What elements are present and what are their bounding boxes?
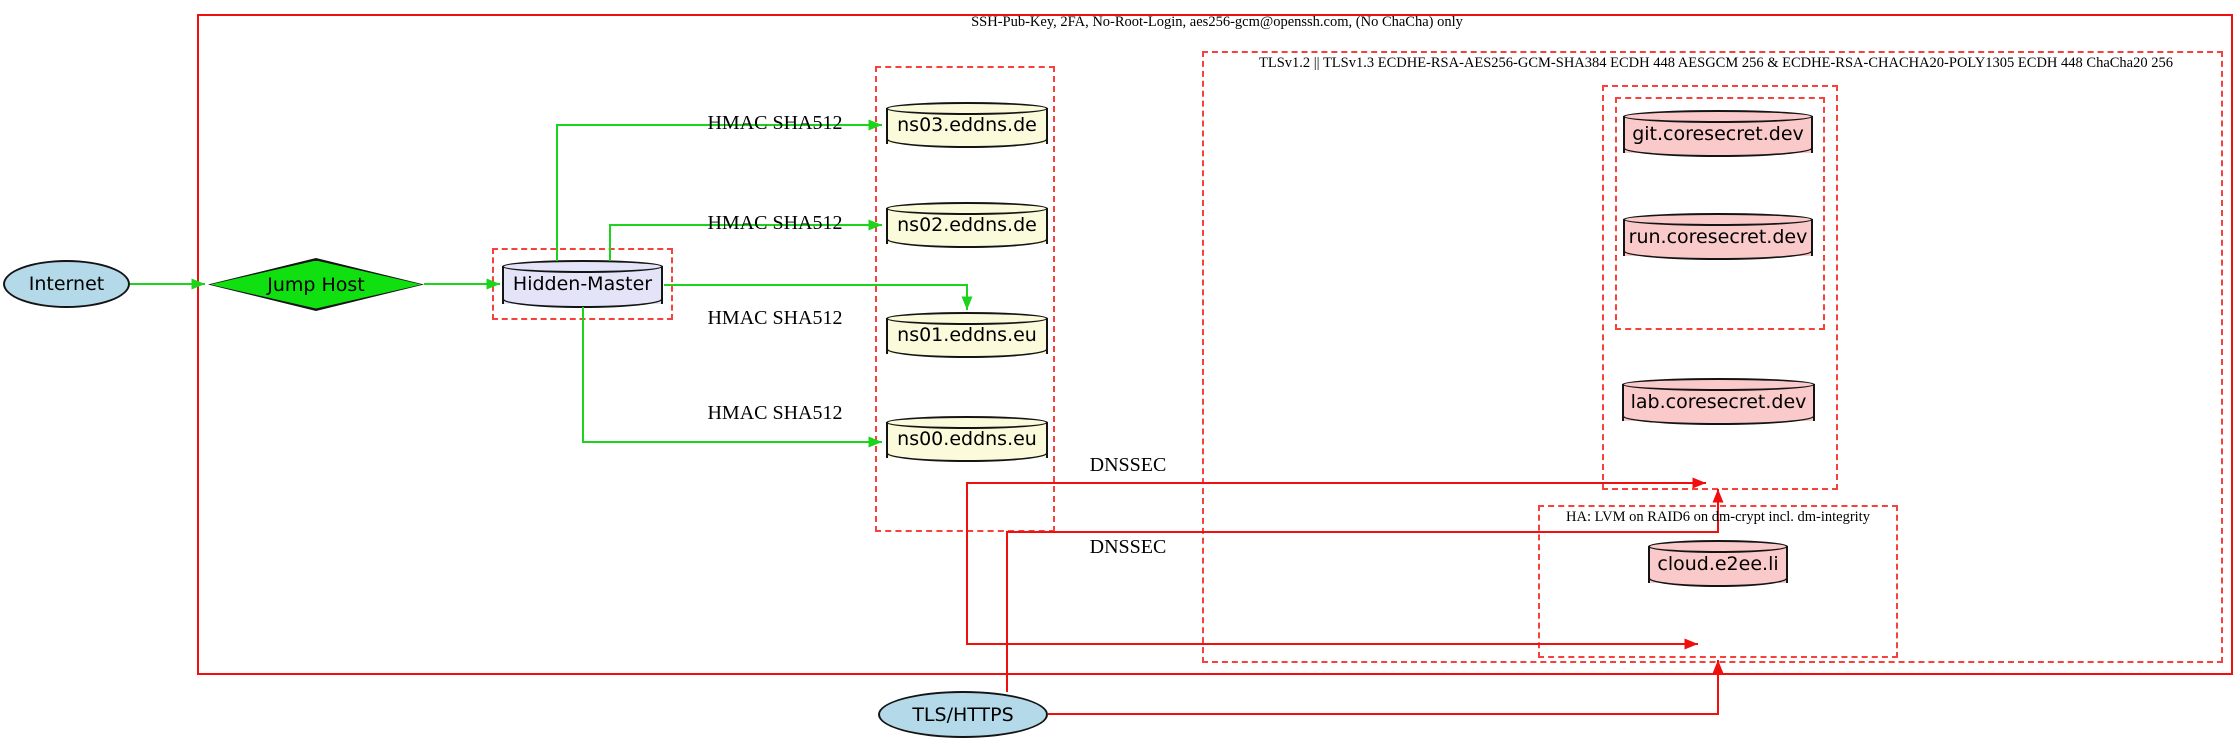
cylinder-cap-top: [886, 312, 1048, 325]
node-cloud-label: cloud.e2ee.li: [1657, 552, 1779, 575]
node-ns01-label: ns01.eddns.eu: [897, 324, 1037, 346]
cylinder-cap-top: [1623, 213, 1813, 226]
node-tls-https: TLS/HTTPS: [878, 691, 1048, 738]
node-ns00-label: ns00.eddns.eu: [897, 428, 1037, 450]
cylinder-cap-bottom: [1623, 148, 1813, 157]
cylinder-cap-top: [886, 202, 1048, 215]
node-jump-host-label: Jump Host: [267, 273, 365, 296]
node-ns03-label: ns03.eddns.de: [897, 114, 1037, 136]
cylinder-cap-top: [1623, 110, 1813, 123]
ssh-cluster-label: SSH-Pub-Key, 2FA, No-Root-Login, aes256-…: [971, 14, 1463, 30]
cylinder-cap-top: [1648, 540, 1788, 553]
node-cloud-e2ee: cloud.e2ee.li: [1648, 540, 1788, 587]
edge-label-hmac-ns03: HMAC SHA512: [707, 112, 843, 134]
node-ns03: ns03.eddns.de: [886, 102, 1048, 148]
cylinder-cap-top: [502, 260, 663, 273]
node-git-coresecret: git.coresecret.dev: [1623, 110, 1813, 157]
node-lab-coresecret: lab.coresecret.dev: [1622, 378, 1815, 425]
node-ns00: ns00.eddns.eu: [886, 416, 1048, 462]
edge-label-hmac-ns00: HMAC SHA512: [707, 402, 843, 424]
edge-label-hmac-ns01: HMAC SHA512: [707, 307, 843, 329]
node-run-label: run.coresecret.dev: [1628, 225, 1808, 248]
cylinder-cap-bottom: [502, 299, 663, 308]
node-run-coresecret: run.coresecret.dev: [1623, 213, 1813, 260]
node-git-label: git.coresecret.dev: [1632, 122, 1804, 145]
cylinder-cap-top: [886, 416, 1048, 429]
coresecret-inner-box: [1615, 97, 1825, 330]
node-lab-label: lab.coresecret.dev: [1630, 390, 1807, 413]
node-hidden-master-label: Hidden-Master: [512, 273, 653, 295]
cylinder-cap-bottom: [886, 139, 1048, 148]
cylinder-cap-top: [886, 102, 1048, 115]
ha-cluster-label: HA: LVM on RAID6 on dm-crypt incl. dm-in…: [1566, 509, 1870, 525]
node-internet-label: Internet: [28, 273, 105, 295]
node-jump-host: Jump Host: [208, 258, 424, 311]
edge-label-dnssec-1: DNSSEC: [1089, 454, 1167, 476]
cylinder-cap-bottom: [886, 349, 1048, 358]
tls-cluster-label: TLSv1.2 || TLSv1.3 ECDHE-RSA-AES256-GCM-…: [1259, 55, 2173, 71]
edge-label-dnssec-2: DNSSEC: [1089, 536, 1167, 558]
node-hidden-master: Hidden-Master: [502, 260, 663, 308]
cylinder-cap-bottom: [886, 239, 1048, 248]
node-internet: Internet: [3, 260, 130, 308]
cylinder-cap-bottom: [886, 453, 1048, 462]
cylinder-cap-bottom: [1622, 416, 1815, 425]
edge-label-hmac-ns02: HMAC SHA512: [707, 212, 843, 234]
node-ns01: ns01.eddns.eu: [886, 312, 1048, 358]
cylinder-cap-bottom: [1623, 251, 1813, 260]
node-ns02: ns02.eddns.de: [886, 202, 1048, 248]
node-ns02-label: ns02.eddns.de: [897, 214, 1037, 236]
cylinder-cap-top: [1622, 378, 1815, 391]
node-tls-https-label: TLS/HTTPS: [912, 703, 1014, 726]
cylinder-cap-bottom: [1648, 578, 1788, 587]
